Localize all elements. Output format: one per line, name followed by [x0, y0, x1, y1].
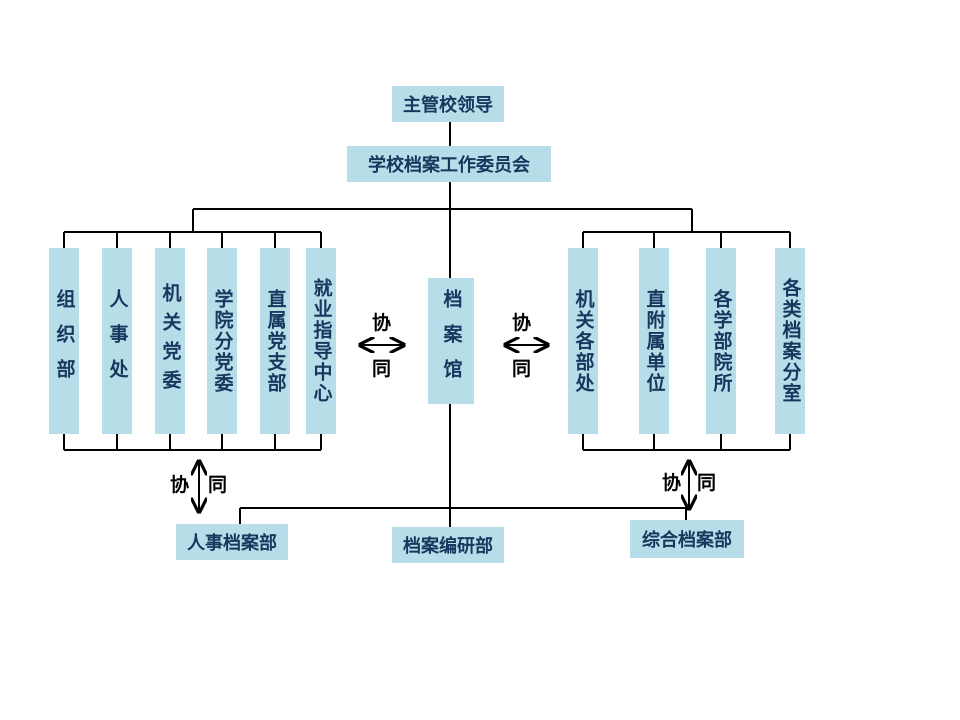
left-unit-5-label: 直属党支部	[264, 288, 287, 394]
right-unit-3: 各学部院所	[706, 248, 736, 434]
left-unit-4: 学院分党委	[207, 248, 237, 434]
right-unit-4: 各类档案分室	[775, 248, 805, 434]
leader-label: 主管校领导	[403, 95, 493, 116]
left-unit-3: 机关党委	[155, 248, 185, 434]
coord-bottom-right-a: 协	[662, 472, 682, 494]
right-unit-1: 机关各部处	[568, 248, 598, 434]
left-unit-6: 就业指导中心	[306, 248, 336, 434]
committee-box: 学校档案工作委员会	[347, 146, 551, 182]
coord-bottom-right-b: 同	[697, 472, 717, 494]
archive-box: 档案馆	[428, 278, 474, 404]
left-unit-1-label: 组织部	[53, 288, 76, 394]
left-unit-2-label: 人事处	[106, 288, 129, 394]
archive-label: 档案馆	[440, 288, 463, 394]
coord-right-top: 协	[512, 312, 532, 334]
right-unit-2: 直附属单位	[639, 248, 669, 434]
general-archive-box: 综合档案部	[630, 520, 744, 558]
coord-left-bottom: 同	[372, 358, 392, 380]
research-archive-box: 档案编研部	[392, 527, 504, 563]
research-archive-label: 档案编研部	[403, 536, 493, 557]
personnel-archive-label: 人事档案部	[187, 533, 277, 554]
left-unit-1: 组织部	[49, 248, 79, 434]
left-unit-3-label: 机关党委	[159, 283, 182, 399]
right-unit-4-label: 各类档案分室	[779, 278, 802, 404]
coord-bottom-left-a: 协	[170, 474, 190, 496]
leader-box: 主管校领导	[392, 86, 504, 122]
coord-bottom-left-b: 同	[208, 474, 228, 496]
general-archive-label: 综合档案部	[642, 530, 732, 551]
left-unit-6-label: 就业指导中心	[310, 278, 333, 404]
left-unit-2: 人事处	[102, 248, 132, 434]
left-unit-4-label: 学院分党委	[211, 288, 234, 394]
right-unit-1-label: 机关各部处	[572, 288, 595, 394]
coord-right-bottom: 同	[512, 358, 532, 380]
left-unit-5: 直属党支部	[260, 248, 290, 434]
committee-label: 学校档案工作委员会	[368, 155, 530, 176]
right-unit-3-label: 各学部院所	[710, 288, 733, 394]
right-unit-2-label: 直附属单位	[643, 288, 666, 394]
personnel-archive-box: 人事档案部	[176, 524, 288, 560]
coord-left-top: 协	[372, 312, 392, 334]
